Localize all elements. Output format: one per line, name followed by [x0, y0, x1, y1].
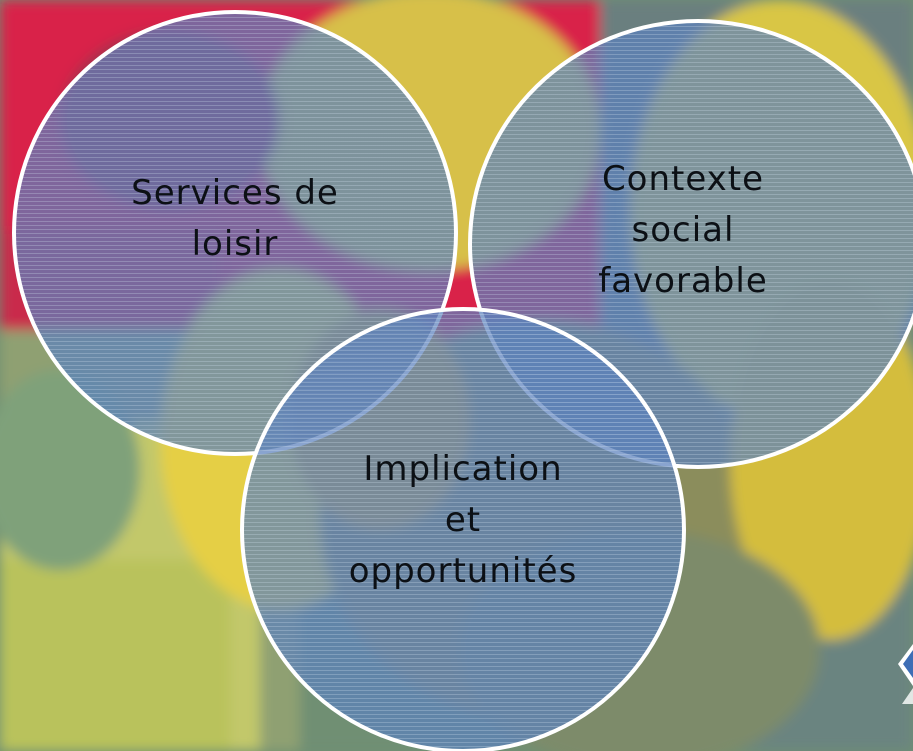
circle-label-services-de-loisir: Services de loisir	[131, 173, 339, 264]
circle-label-contexte-social-favorable: Contexte social favorable	[598, 158, 768, 301]
corner-logo-icon	[898, 644, 913, 704]
venn-circle-implication-et-opportunites: Implication et opportunités	[240, 307, 686, 751]
circle-label-implication-et-opportunites: Implication et opportunités	[348, 448, 578, 591]
